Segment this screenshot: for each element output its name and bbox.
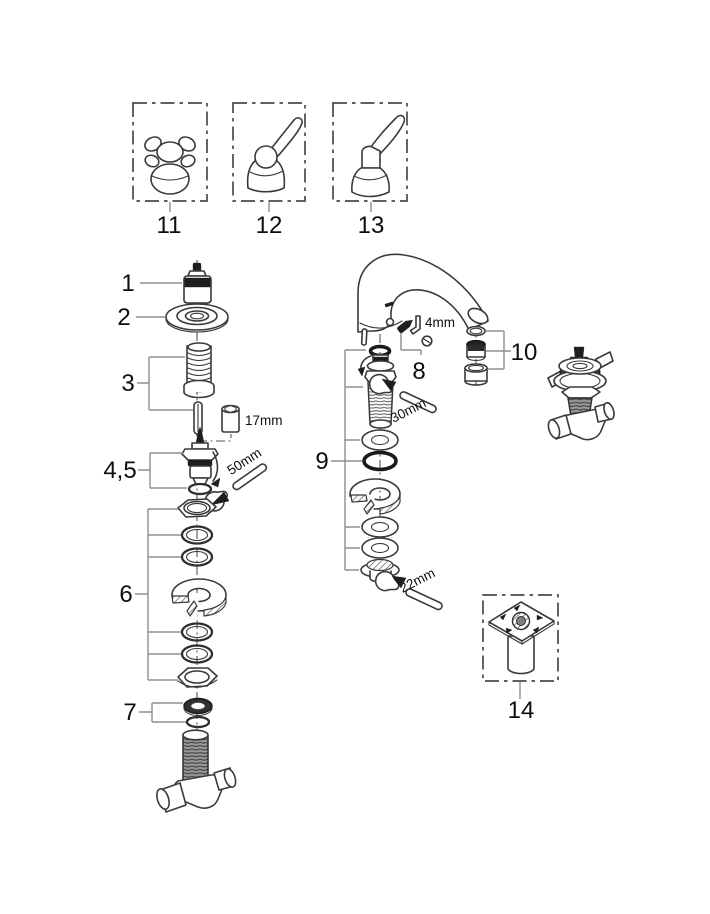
callout-9-label: 9 bbox=[315, 448, 328, 475]
part-6-o-ring-2 bbox=[180, 547, 214, 567]
callout-10: 10 bbox=[486, 330, 538, 370]
cross-handle-icon bbox=[144, 136, 196, 195]
callout-8-label: 8 bbox=[412, 358, 425, 385]
part-5-o-ring bbox=[187, 482, 213, 496]
part-6-o-ring-3 bbox=[180, 622, 214, 642]
part-3-spring-sleeve bbox=[183, 342, 215, 399]
tool-4mm-label: 4mm bbox=[425, 315, 455, 330]
part-9-washer-3 bbox=[361, 537, 399, 559]
option-box-long-lever-handle: 13 bbox=[332, 102, 408, 239]
callout-10-label: 10 bbox=[511, 339, 538, 366]
callout-8: 8 bbox=[400, 333, 426, 385]
hex-socket-17mm-tool: 17mm bbox=[221, 404, 283, 433]
part-10-washer bbox=[466, 325, 486, 337]
part-6-hex-flange-top bbox=[177, 498, 217, 518]
arrow-22mm bbox=[391, 575, 407, 589]
allen-key-icon bbox=[409, 315, 421, 335]
part-9-washer-2 bbox=[361, 516, 399, 538]
part-6-o-ring-1 bbox=[180, 525, 214, 545]
part-6-mounting-bracket bbox=[148, 578, 227, 633]
callout-1-label: 1 bbox=[121, 270, 134, 297]
dashed-box-13 bbox=[332, 102, 408, 202]
callout-4-5: 4,5 bbox=[103, 452, 187, 489]
spout bbox=[357, 253, 489, 333]
callout-6-label: 6 bbox=[119, 581, 132, 608]
part-9-o-ring-top bbox=[368, 344, 392, 358]
part-10-aerator-shell bbox=[464, 363, 488, 386]
wrench-22mm-tool: 22mm bbox=[371, 565, 447, 617]
mounting-plate-icon bbox=[488, 601, 555, 675]
callout-7: 7 bbox=[123, 699, 186, 726]
part-9-pin bbox=[360, 328, 368, 346]
part-9-washer-1 bbox=[361, 429, 399, 451]
callout-12-label: 12 bbox=[256, 212, 283, 239]
part-6-hex-nut-bottom bbox=[177, 667, 218, 688]
callout-4-5-label: 4,5 bbox=[103, 457, 136, 484]
dashed-box-14 bbox=[482, 594, 559, 682]
part-7-o-ring bbox=[185, 715, 211, 729]
dashed-box-12 bbox=[232, 102, 306, 202]
part-6-o-ring-4 bbox=[180, 644, 214, 664]
callout-3-label: 3 bbox=[121, 370, 134, 397]
part-1-handle-adapter: 1 bbox=[121, 262, 212, 306]
assembled-valve-right bbox=[547, 346, 615, 441]
callout-11-label: 11 bbox=[157, 212, 182, 239]
option-box-lever-handle: 12 bbox=[232, 102, 306, 239]
callout-7-label: 7 bbox=[123, 699, 136, 726]
arrow-50mm bbox=[210, 491, 230, 506]
center-axes bbox=[196, 260, 477, 736]
part-9-o-ring-dark bbox=[362, 450, 398, 472]
option-box-cross-handle: 11 bbox=[132, 102, 208, 239]
sensor-window bbox=[385, 317, 395, 327]
callout-2-label: 2 bbox=[117, 304, 130, 331]
part-8-set-screw: 4mm bbox=[397, 315, 455, 347]
part-10-aerator-insert bbox=[466, 339, 486, 362]
part-2-escutcheon: 2 bbox=[117, 303, 229, 333]
long-lever-handle-icon bbox=[351, 114, 406, 198]
callout-3: 3 bbox=[121, 356, 193, 411]
arrow-30mm bbox=[381, 378, 397, 392]
part-7-nut bbox=[183, 697, 213, 717]
callout-9: 9 bbox=[315, 349, 366, 571]
tool-17mm-label: 17mm bbox=[245, 413, 283, 428]
part-4-5-valve-cartridge bbox=[181, 426, 221, 496]
option-box-mounting-plate: 14 bbox=[482, 594, 559, 724]
part-9-mounting-bracket bbox=[328, 478, 401, 529]
callout-6: 6 bbox=[119, 508, 181, 681]
callout-14-label: 14 bbox=[508, 697, 535, 724]
dashed-box-11 bbox=[132, 102, 208, 202]
valve-body-left bbox=[156, 729, 237, 813]
sensor-mark bbox=[384, 301, 394, 308]
lever-handle-icon bbox=[246, 117, 303, 193]
callout-13-label: 13 bbox=[358, 212, 385, 239]
